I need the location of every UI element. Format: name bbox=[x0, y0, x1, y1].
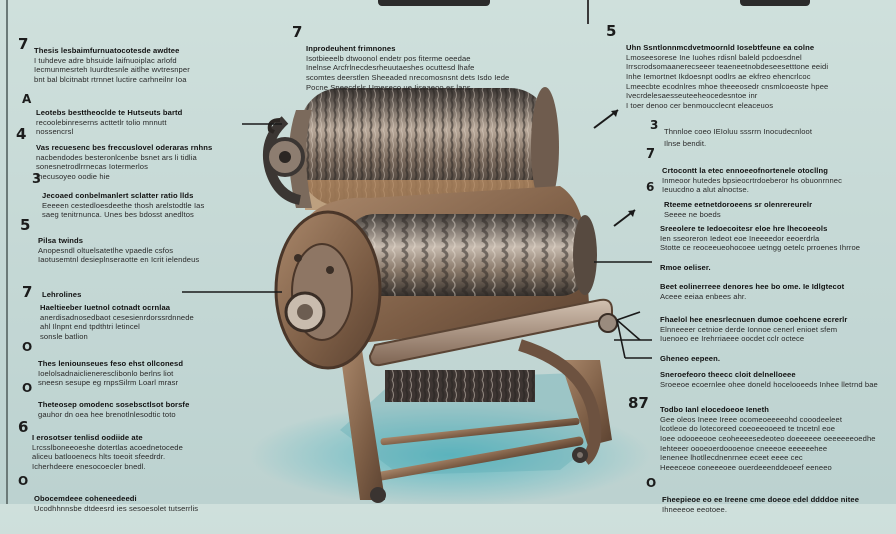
right-label-4-number: 7 bbox=[646, 147, 656, 162]
right-label-7-text: Rmoe oeliser. bbox=[660, 263, 711, 273]
left-label-2-number: A bbox=[22, 92, 32, 106]
wheel-left bbox=[370, 487, 386, 503]
right-label-8-text: Beet eolinerreee denores hee bo ome. Ie … bbox=[660, 282, 845, 301]
right-label-3-text: Ilnse bendit. bbox=[664, 139, 707, 149]
column-divider-left bbox=[6, 0, 8, 504]
left-label-5-number: 5 bbox=[20, 216, 31, 234]
left-label-1-number: 7 bbox=[18, 35, 29, 53]
base-leg-left bbox=[340, 350, 385, 500]
crank-knob bbox=[598, 313, 618, 333]
base-rail-mid bbox=[380, 417, 580, 446]
upper-drum-end-right bbox=[531, 87, 559, 207]
right-cabriole-leg bbox=[518, 339, 602, 465]
floor-glow bbox=[250, 403, 650, 504]
left-label-3-text: Vas recuesenc bes freccuslovel oderaras … bbox=[36, 143, 213, 181]
column-divider-right bbox=[587, 0, 589, 24]
left-label-4-text: Jecoaed conbelmanlert sclatter ratio lld… bbox=[42, 191, 205, 220]
right-label-4-text: Crtocontt la etec ennoeeofnortenele otoc… bbox=[662, 166, 842, 195]
left-label-6-text: Lehrolines bbox=[42, 290, 82, 300]
callout-bracket-right bbox=[616, 311, 641, 359]
top-bar-right bbox=[740, 0, 810, 6]
right-label-12-number: 87 bbox=[628, 394, 649, 412]
right-label-1-number: 5 bbox=[606, 22, 617, 40]
right-label-13-number: O bbox=[646, 476, 657, 490]
left-label-9-number: O bbox=[22, 381, 33, 395]
left-label-8-number: O bbox=[22, 340, 33, 354]
left-label-11-number: O bbox=[18, 474, 29, 488]
left-label-7-number: 7 bbox=[22, 283, 33, 301]
base-rail-front bbox=[366, 436, 584, 483]
top-bar-left bbox=[378, 0, 490, 6]
right-label-6-text: Sreeolere te Iedoecoitesr eloe hre lheco… bbox=[660, 224, 861, 253]
right-label-5-number: 6 bbox=[646, 180, 655, 194]
right-label-10-text: Gheneo eepeen. bbox=[660, 354, 721, 364]
right-label-2-text: Thnnloe coeo IEIoluu sssrrn Inocudecnloo… bbox=[664, 127, 813, 137]
right-label-3-number: 3 bbox=[650, 118, 659, 132]
machine-illustration bbox=[182, 87, 652, 504]
right-label-1-text: Uhn Ssntlonnmcdvetmoornld Iosebtfeune ea… bbox=[626, 43, 829, 110]
left-label-10-number: 6 bbox=[18, 418, 29, 436]
left-label-4-number: 3 bbox=[32, 172, 42, 187]
left-label-3-number: 4 bbox=[16, 125, 27, 143]
middle-label-number: 7 bbox=[292, 23, 303, 41]
right-label-9-text: Fhaelol hee enesrlecnuen dumoe coehcene … bbox=[660, 315, 848, 344]
right-label-13-text: Fheepieoe eo ee Ireene cme doeoe edel dd… bbox=[662, 495, 860, 514]
